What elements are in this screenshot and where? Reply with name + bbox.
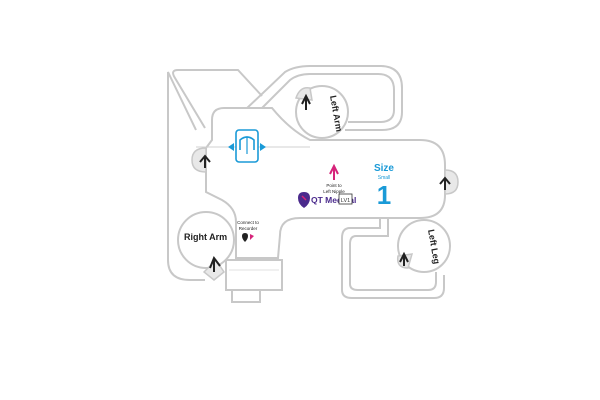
chest-diagram-icon: [196, 129, 310, 163]
left-arm-lead-wire-inner: [254, 73, 395, 123]
arrow-up-icon: [329, 163, 339, 180]
size-block: Size Small 1: [374, 163, 394, 210]
right-snap: [439, 169, 459, 195]
left-leg-lead-wire: [341, 200, 445, 299]
size-title: Size: [374, 163, 394, 174]
left-snap: [191, 147, 211, 173]
left-arm-lead-wire: [244, 65, 403, 131]
right-arm-label: Right Arm: [184, 232, 227, 242]
brand-name: QT Medical: [311, 195, 356, 205]
left-loop-wire-inner: [167, 71, 205, 281]
heart-plug-icon: [242, 233, 254, 242]
arrow-up-icon: [399, 251, 409, 266]
point-label-line2: Left Nipple: [323, 189, 345, 194]
recorder-connector: [225, 259, 283, 303]
brand-badge: LV1: [341, 198, 350, 204]
size-subtitle: Small: [378, 175, 391, 181]
brand-logo-icon: [298, 192, 310, 208]
connect-to-recorder: Connect to Recorder: [237, 220, 259, 242]
arrow-up-icon: [209, 255, 221, 272]
connect-label-line2: Recorder: [239, 226, 258, 231]
point-label-line1: Point to: [326, 183, 342, 188]
patch-body: [205, 107, 446, 259]
point-to-nipple: Point to Left Nipple: [323, 163, 345, 194]
right-arm-electrode: Right Arm: [177, 211, 235, 281]
arrow-up-icon: [301, 93, 311, 110]
arrow-up-icon: [439, 176, 451, 190]
left-arm-electrode: Left Arm: [294, 85, 349, 139]
size-value: 1: [377, 180, 391, 210]
arrow-up-icon: [199, 154, 211, 168]
left-leg-lead-wire-inner: [349, 200, 437, 291]
connect-label-line1: Connect to: [237, 220, 259, 225]
brand: QT Medical LV1: [298, 192, 356, 208]
left-leg-electrode: Left Leg: [396, 219, 451, 273]
left-loop-wire: [172, 69, 263, 129]
